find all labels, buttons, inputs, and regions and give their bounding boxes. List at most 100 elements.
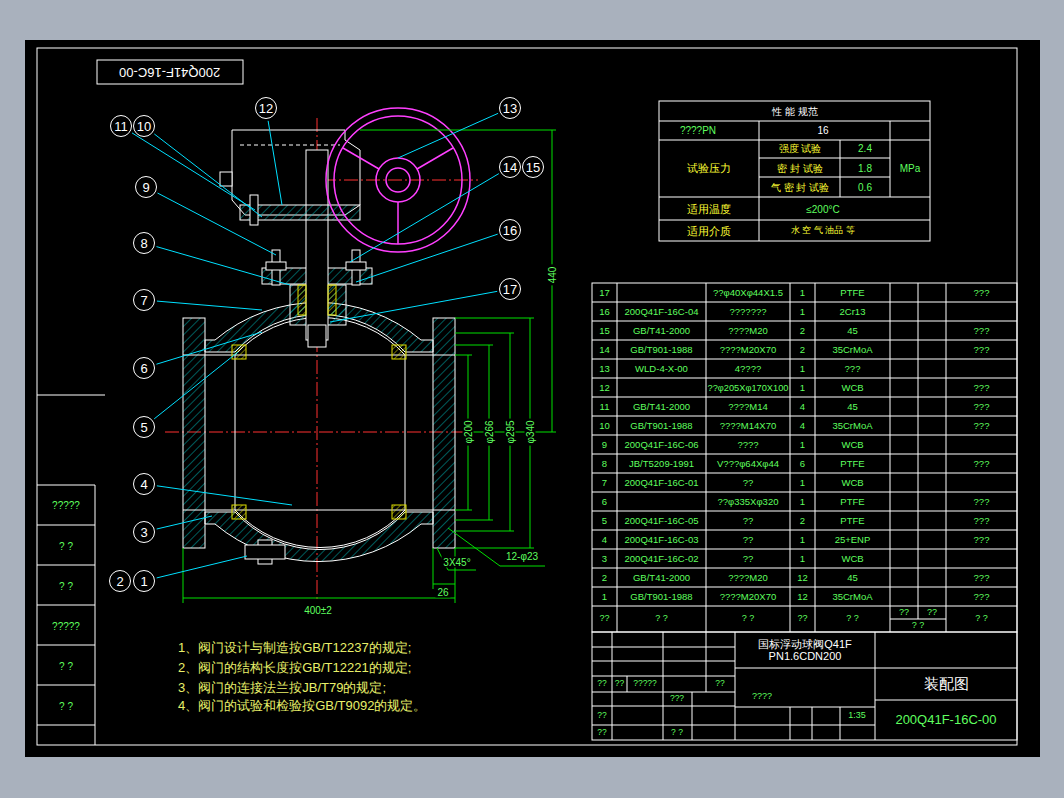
parts-list-cell: 1 [800,363,805,373]
parts-list-cell: ??? [974,496,990,506]
parts-list-cell: PTFE [840,287,864,297]
callout-number: 17 [503,283,517,296]
callout-circle: 4 [133,473,155,495]
parts-list-cell: 1 [800,306,805,316]
title-block-cell: ?? [597,728,606,737]
parts-list-cell: ??? [845,363,861,373]
parts-list-cell: 8 [602,458,607,468]
parts-list-cell: GB/T901-1988 [630,344,692,354]
parts-list-cell: GB/T901-1988 [630,591,692,601]
callout-number: 7 [140,294,147,307]
leader-line [156,332,262,364]
callout-number: 11 [114,120,128,133]
parts-list-cell: ??? [974,515,990,525]
callout-number: 9 [142,181,149,194]
centerlines [165,118,478,600]
leader-line [268,121,282,205]
title-block-text: 装配图 [924,676,969,693]
table-cell: 密 封 试验 [777,163,823,174]
parts-list-cell: ??? [974,287,990,297]
title-block-cell: ?? [615,679,624,688]
parts-list-cell: GB/T41-2000 [633,572,690,582]
parts-list-cell: ????M14 [728,401,768,411]
parts-list-cell: WCB [841,439,863,449]
side-strip-cell: ????? [52,621,80,632]
parts-list-cell: 7 [602,477,607,487]
parts-list-cell: 4 [800,420,805,430]
parts-list-cell: 35CrMoA [832,344,872,354]
parts-list-cell: 6 [602,496,607,506]
parts-list-cell: 1 [800,287,805,297]
leader-line [157,556,247,578]
parts-list-cell: 2 [602,572,607,582]
parts-list-cell: ??? [974,591,990,601]
parts-list-cell: 1 [602,591,607,601]
leader-line [158,193,276,255]
dimension-text: 400±2 [302,605,334,616]
parts-list-cell: 4???? [735,363,761,373]
callout-circle: 16 [499,219,521,241]
parts-list-cell: 35CrMoA [832,420,872,430]
parts-list-cell: 9 [602,439,607,449]
callout-circle: 2 [109,570,131,592]
parts-list-cell: GB/T41-2000 [633,401,690,411]
parts-list-cell: GB/T901-1988 [630,420,692,430]
parts-list-cell: 11 [600,401,610,411]
leader-line [350,174,499,262]
callout-circle: 5 [133,416,155,438]
title-block-text: 200Q41F-16C-00 [895,713,996,727]
drawing-sheet [25,40,1040,757]
parts-list-cell: 35CrMoA [832,591,872,601]
parts-list-cell: 200Q41F-16C-01 [625,477,699,487]
parts-list-cell: ??? [974,420,990,430]
dimension-text: 440 [547,265,558,286]
dimension-text: 12-φ23 [504,551,540,562]
parts-list-cell: ????M20 [728,572,768,582]
callout-number: 4 [140,478,147,491]
side-strip-cell: ? ? [59,581,73,592]
parts-list-cell: PTFE [840,496,864,506]
table-cell: 气 密 封 试验 [771,182,829,193]
dimension-text: φ340 [525,418,536,445]
parts-list-cell: WLD-4-X-00 [635,363,688,373]
parts-list-cell: ??φ40Xφ44X1.5 [713,287,783,297]
note-text: 2、阀门的结构长度按GB/T12221的规定; [178,661,411,675]
title-block-cell: ?? [715,679,724,688]
parts-list-header: ? ? [655,614,668,624]
parts-list-cell: 45 [847,572,858,582]
table-cell: 16 [817,125,828,136]
dimension-text: φ295 [505,418,516,445]
table-cell: 适用介质 [687,225,731,237]
parts-list-cell: 2Cr13 [840,306,866,316]
table-cell: ????PN [680,125,716,136]
parts-list-cell: ?? [743,534,754,544]
callout-number: 8 [140,237,147,250]
leader-line [156,247,290,285]
title-block-text: 国标浮动球阀Q41F PN1.6CDN200 [738,638,872,662]
parts-list-cell: 15 [599,325,610,335]
dimension-text: 26 [435,587,450,598]
title-block-cell: ?? [597,679,606,688]
title-block-text: 1:35 [848,711,866,721]
dimension-text: φ200 [463,418,474,445]
table-cell: ≤200°C [806,204,839,215]
dimension-text: φ266 [484,418,495,445]
side-strip-cell: ? ? [59,661,73,672]
leader-line [154,352,238,419]
callout-number: 13 [503,102,517,115]
callout-number: 5 [140,421,147,434]
callout-number: 6 [140,362,147,375]
parts-list-cell: WCB [841,553,863,563]
leader-line [330,291,497,322]
parts-list-cell: ??? [974,534,990,544]
callout-circle: 9 [135,176,157,198]
callout-number: 15 [526,161,540,174]
note-text: 3、阀门的连接法兰按JB/T79的规定; [178,681,386,695]
parts-list-header: ? ? [912,621,925,631]
parts-list-cell: ??? [974,382,990,392]
parts-list-header: ? ? [846,614,859,624]
note-text: 4、阀门的试验和检验按GB/T9092的规定。 [178,699,427,713]
parts-list-cell: 200Q41F-16C-05 [625,515,699,525]
parts-list-cell: WCB [841,382,863,392]
